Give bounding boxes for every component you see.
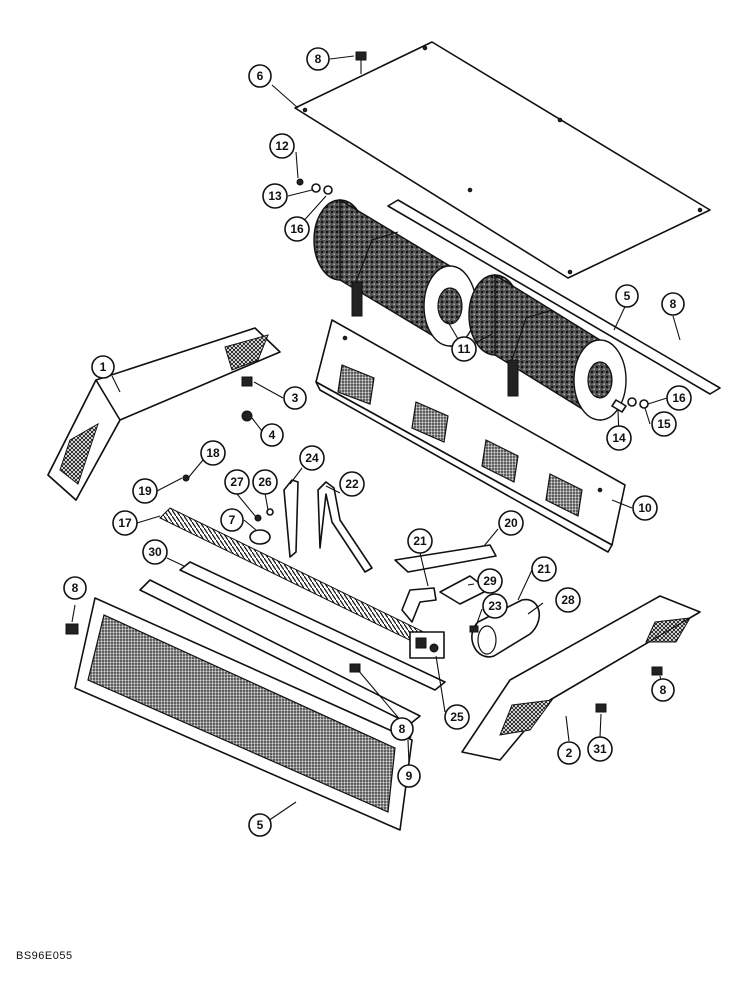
foam-strip	[179, 561, 446, 691]
svg-text:7: 7	[229, 513, 236, 527]
callout-11: 11	[451, 336, 477, 362]
svg-text:20: 20	[504, 516, 518, 530]
callout-16: 16	[666, 385, 692, 411]
svg-text:15: 15	[657, 417, 671, 431]
callout-13: 13	[262, 183, 288, 209]
callout-18: 18	[200, 440, 226, 466]
blower-hardware	[296, 178, 649, 413]
svg-text:18: 18	[206, 446, 220, 460]
expansion-valve	[409, 631, 445, 659]
svg-text:31: 31	[593, 742, 607, 756]
svg-text:3: 3	[292, 391, 299, 405]
receiver-drier	[469, 598, 540, 658]
callout-25: 25	[444, 704, 470, 730]
callout-10: 10	[632, 495, 658, 521]
callout-5: 5	[615, 284, 639, 308]
rear-housing-panel	[315, 319, 626, 553]
bracket-hardware-left	[241, 376, 253, 422]
callout-15: 15	[651, 411, 677, 437]
svg-text:21: 21	[537, 562, 551, 576]
svg-text:21: 21	[413, 534, 427, 548]
mounting-strip-rear	[387, 199, 721, 395]
callout-8: 8	[63, 576, 87, 600]
callout-27: 27	[224, 469, 250, 495]
top-cover-plate	[294, 41, 711, 279]
callout-1: 1	[91, 355, 115, 379]
callout-2: 2	[557, 741, 581, 765]
svg-text:5: 5	[257, 818, 264, 832]
callout-29: 29	[477, 568, 503, 594]
callout-23: 23	[482, 593, 508, 619]
svg-text:12: 12	[275, 139, 289, 153]
top-screw	[355, 51, 367, 74]
callout-8: 8	[661, 292, 685, 316]
callout-5: 5	[248, 813, 272, 837]
callout-28: 28	[555, 587, 581, 613]
callout-19: 19	[132, 478, 158, 504]
bracket-hardware-right	[595, 666, 663, 713]
svg-text:28: 28	[561, 593, 575, 607]
svg-text:29: 29	[483, 574, 497, 588]
blower-assembly-left	[313, 198, 477, 348]
leader-lines	[71, 55, 681, 822]
svg-text:1: 1	[100, 360, 107, 374]
svg-text:6: 6	[257, 69, 264, 83]
svg-text:8: 8	[315, 52, 322, 66]
svg-text:16: 16	[672, 391, 686, 405]
gasket-ring	[249, 508, 274, 545]
callout-8: 8	[651, 678, 675, 702]
callout-22: 22	[339, 471, 365, 497]
condenser-tubes	[283, 479, 497, 623]
callout-20: 20	[498, 510, 524, 536]
figure-reference-code: BS96E055	[16, 950, 73, 962]
svg-text:16: 16	[290, 222, 304, 236]
svg-text:22: 22	[345, 477, 359, 491]
svg-text:26: 26	[258, 475, 272, 489]
callout-21: 21	[407, 528, 433, 554]
left-end-bracket	[47, 327, 281, 501]
svg-text:17: 17	[118, 516, 132, 530]
callout-3: 3	[283, 386, 307, 410]
callout-8: 8	[390, 717, 414, 741]
svg-text:23: 23	[488, 599, 502, 613]
callout-12: 12	[269, 133, 295, 159]
svg-text:2: 2	[566, 746, 573, 760]
front-grille-panel	[65, 579, 421, 831]
callout-6: 6	[248, 64, 272, 88]
svg-text:8: 8	[72, 581, 79, 595]
svg-text:4: 4	[269, 428, 276, 442]
svg-text:8: 8	[399, 722, 406, 736]
svg-text:13: 13	[268, 189, 282, 203]
svg-text:8: 8	[670, 297, 677, 311]
callout-4: 4	[260, 423, 284, 447]
svg-text:9: 9	[406, 769, 413, 783]
callout-21: 21	[531, 556, 557, 582]
blower-assembly-right	[468, 273, 627, 422]
svg-text:8: 8	[660, 683, 667, 697]
callout-31: 31	[587, 736, 613, 762]
callout-17: 17	[112, 510, 138, 536]
callout-24: 24	[299, 445, 325, 471]
callout-7: 7	[220, 508, 244, 532]
svg-text:24: 24	[305, 451, 319, 465]
callout-14: 14	[606, 425, 632, 451]
svg-text:5: 5	[624, 289, 631, 303]
callout-30: 30	[142, 539, 168, 565]
svg-text:27: 27	[230, 475, 244, 489]
right-end-bracket	[461, 595, 701, 761]
svg-text:25: 25	[450, 710, 464, 724]
svg-text:14: 14	[612, 431, 626, 445]
callout-9: 9	[397, 764, 421, 788]
svg-text:10: 10	[638, 501, 652, 515]
svg-text:19: 19	[138, 484, 152, 498]
callout-8: 8	[306, 47, 330, 71]
callout-16: 16	[284, 216, 310, 242]
callout-26: 26	[252, 469, 278, 495]
svg-text:11: 11	[458, 342, 471, 356]
svg-text:30: 30	[148, 545, 162, 559]
